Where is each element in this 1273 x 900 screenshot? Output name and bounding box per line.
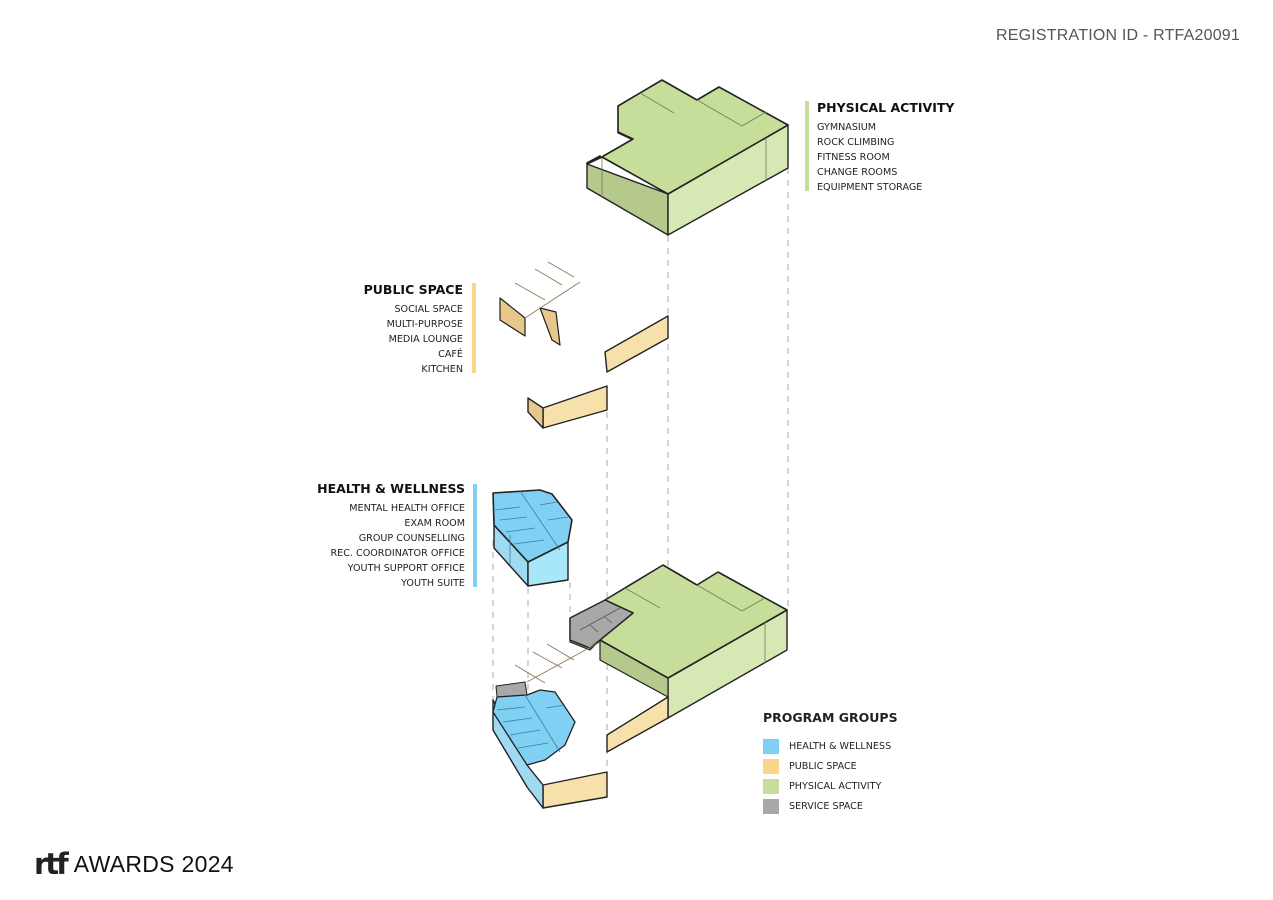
physical-activity-block — [586, 79, 789, 236]
group-item: KITCHEN — [421, 364, 463, 375]
legend-swatch — [763, 798, 779, 814]
legend-title: PROGRAM GROUPS — [763, 710, 898, 725]
group-item: ROCK CLIMBING — [817, 137, 895, 148]
physical-activity-bar — [805, 101, 809, 191]
public-space-group: PUBLIC SPACE SOCIAL SPACE MULTI-PURPOSE … — [364, 282, 463, 377]
legend-label: PUBLIC SPACE — [789, 760, 857, 772]
group-item: CHANGE ROOMS — [817, 167, 898, 178]
legend-item: SERVICE SPACE — [763, 796, 898, 816]
group-item: EXAM ROOM — [404, 518, 465, 529]
physical-activity-group: PHYSICAL ACTIVITY GYMNASIUM ROCK CLIMBIN… — [817, 100, 954, 195]
combined-building — [492, 564, 788, 809]
legend-label: PHYSICAL ACTIVITY — [789, 780, 882, 792]
group-item: YOUTH SUPPORT OFFICE — [347, 563, 465, 574]
health-wellness-block — [492, 489, 573, 587]
group-item: GROUP COUNSELLING — [358, 533, 465, 544]
public-space-block — [499, 261, 669, 429]
group-item: MULTI-PURPOSE — [386, 319, 463, 330]
group-item: YOUTH SUITE — [401, 578, 465, 589]
group-item: MEDIA LOUNGE — [388, 334, 463, 345]
program-groups-legend: PROGRAM GROUPS HEALTH & WELLNESS PUBLIC … — [763, 710, 898, 816]
rtf-logo-mark: rtf — [34, 847, 69, 881]
group-title: HEALTH & WELLNESS — [317, 481, 465, 496]
registration-id: REGISTRATION ID - RTFA20091 — [996, 27, 1240, 44]
group-title: PUBLIC SPACE — [363, 282, 463, 297]
legend-swatch — [763, 738, 779, 754]
group-title: PHYSICAL ACTIVITY — [817, 100, 955, 115]
group-item: MENTAL HEALTH OFFICE — [349, 503, 465, 514]
rtf-awards-logo: rtf AWARDS 2024 — [34, 850, 234, 879]
logo-text: AWARDS 2024 — [73, 851, 234, 877]
group-item: GYMNASIUM — [817, 122, 877, 133]
group-item: CAFÉ — [438, 349, 463, 360]
legend-item: PUBLIC SPACE — [763, 756, 898, 776]
group-item: REC. COORDINATOR OFFICE — [330, 548, 465, 559]
legend-item: PHYSICAL ACTIVITY — [763, 776, 898, 796]
legend-item: HEALTH & WELLNESS — [763, 736, 898, 756]
health-wellness-area — [492, 689, 576, 766]
service-space — [569, 599, 634, 649]
public-space-bar — [472, 283, 476, 373]
health-wellness-bar — [473, 484, 477, 587]
legend-label: SERVICE SPACE — [789, 800, 863, 812]
group-item: FITNESS ROOM — [817, 152, 890, 163]
legend-swatch — [763, 758, 779, 774]
legend-label: HEALTH & WELLNESS — [789, 740, 892, 752]
group-item: EQUIPMENT STORAGE — [817, 182, 923, 193]
legend-swatch — [763, 778, 779, 794]
group-item: SOCIAL SPACE — [394, 304, 463, 315]
health-wellness-group: HEALTH & WELLNESS MENTAL HEALTH OFFICE E… — [317, 481, 465, 591]
